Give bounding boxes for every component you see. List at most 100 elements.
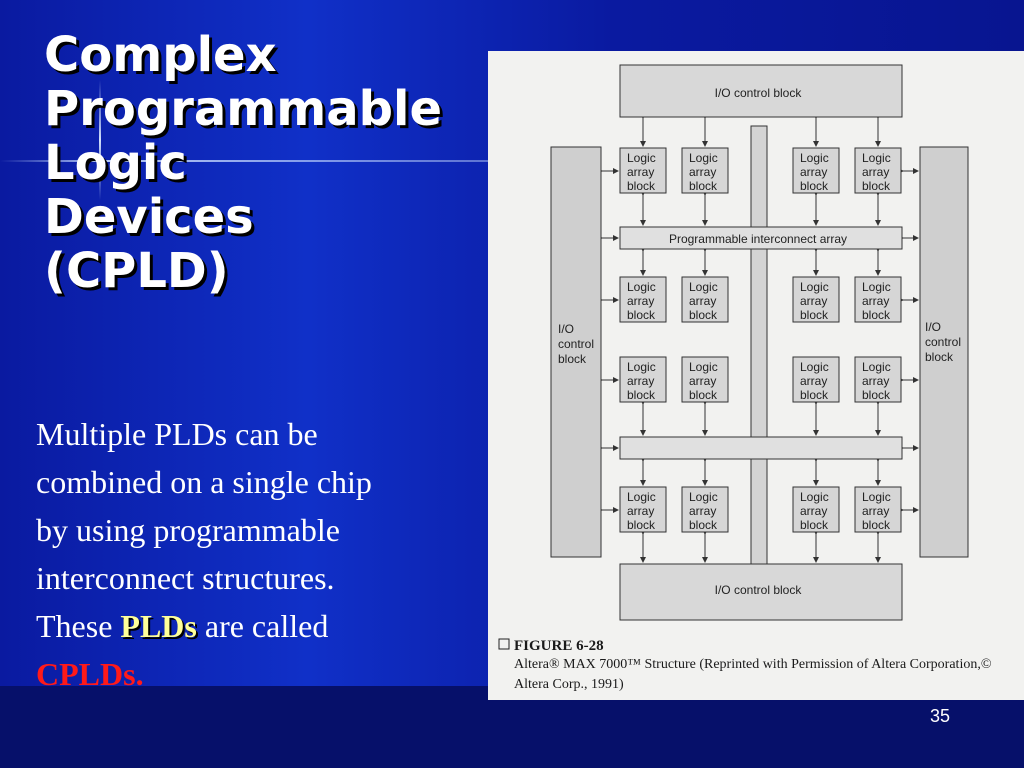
logic-array-block-box [681,486,729,533]
logic-array-block-label: Logic [627,360,656,374]
io-control-block-bottom [619,563,903,621]
logic-array-block-label: block [800,388,829,402]
logic-array-block-label: array [689,374,716,388]
logic-array-block-box [854,356,902,403]
highlight-cplds: CPLDs. [36,656,144,692]
title-line: Logic [44,135,187,191]
title-line: Programmable [44,81,443,137]
logic-array-block-label: block [627,388,656,402]
logic-array-block-box [681,276,729,323]
io-right-label: control [925,335,961,349]
programmable-interconnect-array-lower [619,436,903,460]
logic-array-block-label: block [800,308,829,322]
body-line: combined on a single chip [36,464,372,500]
logic-array-block-label: block [689,518,718,532]
interconnect-wires [597,113,919,563]
logic-array-block-label: array [627,504,654,518]
logic-array-block-label: block [627,179,656,193]
logic-array-block-label: block [800,179,829,193]
logic-array-block-label: Logic [689,151,718,165]
io-left-label: control [558,337,594,351]
body-line: by using programmable [36,512,340,548]
logic-array-block-label: Logic [627,490,656,504]
diagram-blocks: LogicarrayblockLogicarrayblockLogicarray… [550,64,969,621]
logic-array-block-label: block [627,308,656,322]
logic-array-block-label: array [862,374,889,388]
logic-array-block-label: block [800,518,829,532]
logic-array-block-label: Logic [862,151,891,165]
logic-array-block-box [854,147,902,194]
logic-array-block-label: Logic [689,280,718,294]
logic-array-block-label: array [627,294,654,308]
figure-caption-number: FIGURE 6-28 [514,638,604,654]
slide-body-text: Multiple PLDs can be combined on a singl… [36,410,476,698]
logic-array-block-label: block [689,179,718,193]
logic-array-block-box [792,276,840,323]
logic-array-block-label: Logic [800,360,829,374]
logic-array-block-label: Logic [689,490,718,504]
logic-array-block-label: block [862,388,891,402]
io-bottom-label: I/O control block [715,583,803,597]
page-number: 35 [929,706,951,726]
highlight-plds: PLDs [120,608,197,644]
io-right-label: block [925,350,954,364]
logic-array-block-label: array [862,504,889,518]
title-line: (CPLD) [44,243,229,299]
logic-array-block-label: block [862,518,891,532]
logic-array-block-box [619,147,667,194]
programmable-interconnect-array [619,226,903,250]
block-diagram: LogicarrayblockLogicarrayblockLogicarray… [498,64,992,692]
interconnect-label: Programmable interconnect array [669,232,847,246]
io-right-label: I/O [925,320,941,334]
logic-array-block-box [854,486,902,533]
io-control-block-top [619,64,903,118]
logic-array-block-box [792,486,840,533]
logic-array-block-label: array [862,165,889,179]
body-text-fragment: These [36,608,121,644]
logic-array-block-label: Logic [627,151,656,165]
logic-array-block-box [681,356,729,403]
logic-array-block-label: array [689,165,716,179]
body-text-fragment: are called [196,608,329,644]
logic-array-block-label: Logic [862,280,891,294]
logic-array-block-label: array [800,165,827,179]
io-left-label: I/O [558,322,574,336]
body-line: These PLDs are called [36,602,476,650]
logic-array-block-label: array [800,294,827,308]
figure-caption-text: Altera® MAX 7000™ Structure (Reprinted w… [514,657,992,672]
figure-caption-text: Altera Corp., 1991) [514,677,624,692]
interconnect-spine [750,125,768,567]
logic-array-block-label: array [800,504,827,518]
logic-array-block-label: array [689,294,716,308]
logic-array-block-label: block [627,518,656,532]
logic-array-block-box [619,486,667,533]
logic-array-block-box [681,147,729,194]
logic-array-block-label: Logic [862,360,891,374]
logic-array-block-label: Logic [627,280,656,294]
title-line: Devices [44,189,254,245]
title-line: Complex [44,27,277,83]
logic-array-block-label: Logic [800,151,829,165]
logic-array-block-box [792,147,840,194]
slide-title: Complex Programmable Logic Devices (CPLD… [44,28,484,298]
io-control-block-right [919,146,969,558]
logic-array-block-label: block [862,308,891,322]
caption-box-icon [498,638,510,650]
logic-array-block-label: array [627,374,654,388]
logic-array-block-label: array [627,165,654,179]
logic-array-block-label: Logic [800,280,829,294]
body-line: Multiple PLDs can be [36,416,318,452]
